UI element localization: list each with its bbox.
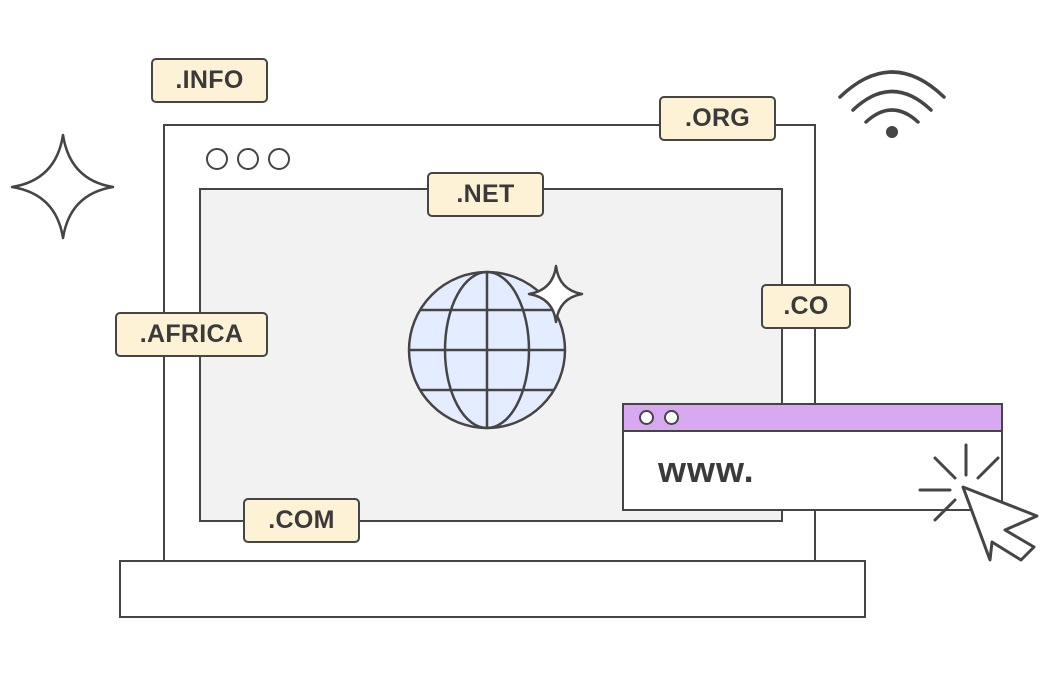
domain-tag-info: .INFO (151, 58, 268, 103)
sparkle-icon (527, 264, 584, 324)
cursor-icon (961, 485, 1039, 562)
window-dot-1 (206, 148, 228, 170)
domain-tag-com: .COM (243, 498, 360, 543)
domain-tag-africa: .AFRICA (115, 312, 268, 357)
url-text: www. (658, 449, 755, 490)
domain-tag-co: .CO (761, 284, 851, 329)
browser-window: www. (622, 403, 1003, 511)
window-dot-2 (237, 148, 259, 170)
domain-tag-org: .ORG (659, 96, 776, 141)
click-burst-icon (918, 443, 1000, 522)
browser-dot-2 (664, 410, 679, 425)
sparkle-icon (10, 133, 115, 240)
domain-tag-net: .NET (427, 172, 544, 217)
globe-icon (407, 270, 567, 430)
browser-dot-1 (639, 410, 654, 425)
window-dot-3 (268, 148, 290, 170)
browser-title-bar (624, 405, 1001, 432)
wifi-icon (838, 70, 946, 138)
laptop-base (119, 560, 866, 618)
